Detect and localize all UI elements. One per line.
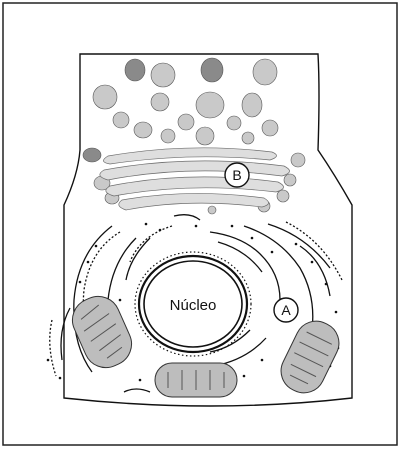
- marker-b-label: B: [232, 167, 241, 183]
- marker-b: B: [225, 163, 249, 187]
- nucleus-label: Núcleo: [170, 297, 217, 314]
- marker-a: A: [274, 298, 298, 322]
- mitochondrion-bottom: [155, 363, 237, 397]
- marker-a-label: A: [281, 302, 291, 318]
